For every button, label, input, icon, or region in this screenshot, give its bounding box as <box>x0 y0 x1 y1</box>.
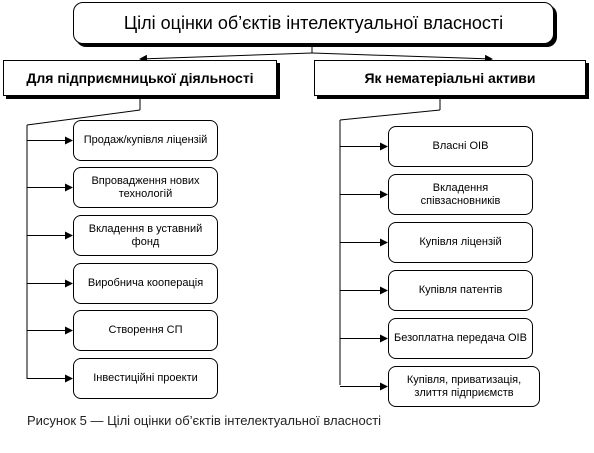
item-new-technologies: Впровадження нових технологій <box>73 167 218 208</box>
item-patent-purchase: Купівля патентів <box>388 270 533 311</box>
item-production-cooperation: Виробнича кооперація <box>73 263 218 304</box>
diagram-title: Цілі оцінки об’єктів інтелектуальної вла… <box>73 2 554 44</box>
item-merger-privatization: Купівля, приватизація, злиття підприємст… <box>388 366 540 407</box>
item-joint-venture: Створення СП <box>73 310 218 351</box>
figure-caption: Рисунок 5 — Цілі оцінки об’єктів інтелек… <box>27 413 382 428</box>
item-charter-fund: Вкладення в уставний фонд <box>73 215 218 256</box>
item-license-trade: Продаж/купівля ліцензій <box>73 120 218 161</box>
item-own-ip: Власні ОІВ <box>388 126 533 167</box>
item-license-purchase: Купівля ліцензій <box>388 222 533 263</box>
category-intangible-assets: Як нематеріальні активи <box>314 60 586 96</box>
item-investment-projects: Інвестиційні проекти <box>73 358 218 399</box>
category-business: Для підприємницької діяльності <box>3 60 277 96</box>
item-cofounders-contribution: Вкладення співзасновників <box>388 174 533 215</box>
item-free-transfer: Безоплатна передача ОІВ <box>388 318 533 359</box>
